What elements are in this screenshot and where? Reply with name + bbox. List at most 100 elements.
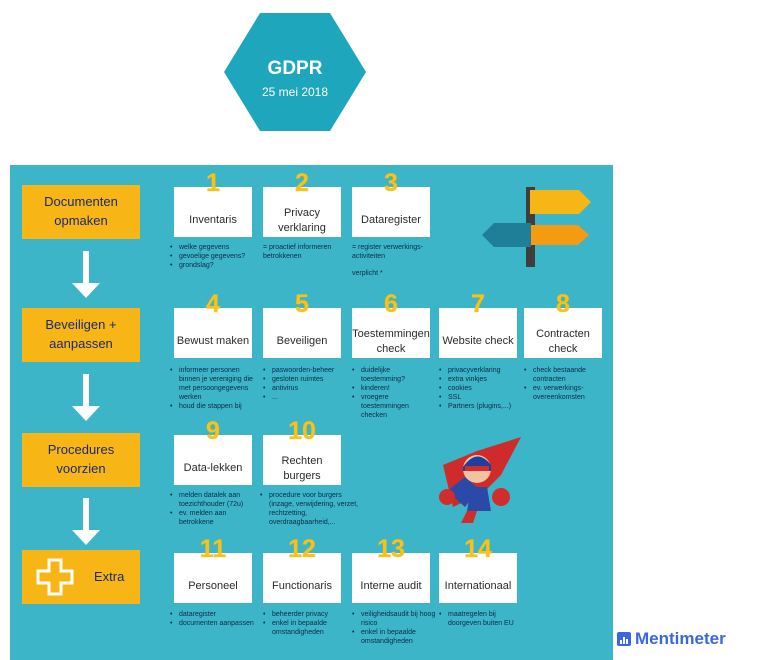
step-number: 5 [295, 290, 309, 318]
note-item: veiligheidsaudit bij hoog risico [352, 610, 436, 628]
note-item: ev. melden aan betrokkene [170, 509, 262, 527]
note-item: verplicht * [352, 270, 383, 278]
step-line: Procedures [47, 442, 115, 458]
card-label: Toestemmingen check [352, 327, 430, 355]
note-item: beheerder privacy [263, 610, 349, 619]
arrow-down-icon [72, 251, 100, 298]
note-interne-audit: veiligheidsaudit bij hoog risico enkel i… [352, 610, 436, 646]
superhero-icon [439, 437, 521, 523]
card-label: Website check [442, 335, 514, 348]
card-label: Rechten burgers [281, 454, 323, 482]
note-item: vroegere toestemmingen checken [352, 393, 436, 420]
note-item: kinderen! [352, 384, 436, 393]
note-item: gevoelige gegevens? [170, 252, 256, 261]
card-label: Functionaris [272, 580, 332, 593]
note-item: ... [263, 393, 347, 402]
card-label: Bewust maken [176, 335, 250, 348]
note-item: = register verwerkings-activiteiten [352, 244, 423, 261]
step-number: 8 [556, 290, 570, 318]
note-dataregister: = register verwerkings-activiteiten verp… [352, 243, 438, 278]
arrow-down-icon [72, 374, 100, 421]
page-date: 25 mei 2018 [261, 85, 329, 99]
step-line: Documenten [44, 194, 118, 210]
step-number: 7 [471, 290, 485, 318]
hexagon-shape [224, 13, 366, 131]
note-item: check bestaande contracten [524, 366, 610, 384]
step-extra: Extra [22, 550, 140, 604]
step-line: aanpassen [49, 336, 113, 351]
note-bewust-maken: informeer personen binnen je vereniging … [170, 366, 258, 412]
note-functionaris: beheerder privacy enkel in bepaalde omst… [263, 610, 349, 637]
step-line: opmaken [54, 213, 108, 228]
card-label: Personeel [188, 580, 238, 593]
note-item: melden datalek aan toezichthouder (72u) [170, 491, 262, 509]
plus-icon [36, 558, 74, 596]
step-beveiligen-aanpassen: Beveiligen + aanpassen [22, 308, 140, 362]
arrow-down-icon [72, 498, 100, 545]
note-website-check: privacyverklaring extra vinkjes cookies … [439, 366, 523, 412]
note-item: cookies [439, 384, 523, 393]
note-item: informeer personen binnen je vereniging … [170, 366, 258, 402]
signpost-icon [482, 187, 591, 267]
page-title: GDPR [267, 58, 323, 79]
gdpr-hexagon: GDPR 25 mei 2018 [224, 13, 366, 131]
note-inventaris: welke gegevens gevoelige gegevens? grond… [170, 243, 256, 270]
step-number: 14 [464, 535, 492, 563]
step-number: 2 [295, 169, 309, 197]
note-item: procedure voor burgers (inzage, verwijde… [260, 491, 362, 527]
bar-chart-icon [617, 632, 631, 646]
step-number: 1 [206, 169, 220, 197]
card-label: Dataregister [361, 214, 421, 227]
card-label: Internationaal [444, 580, 512, 593]
note-item: SSL [439, 393, 523, 402]
note-item: antivirus [263, 384, 347, 393]
card-label: Inventaris [189, 214, 237, 227]
note-item: dataregister [170, 610, 256, 619]
note-item: gesloten ruimtes [263, 375, 347, 384]
note-item: welke gegevens [170, 243, 256, 252]
note-datalekken: melden datalek aan toezichthouder (72u) … [170, 491, 262, 527]
note-item: houd die stappen bij [170, 402, 258, 411]
step-number: 11 [199, 535, 227, 563]
note-item: privacyverklaring [439, 366, 523, 375]
note-item: documenten aanpassen [170, 619, 256, 628]
step-line: Beveiligen + [45, 317, 117, 333]
step-line: Extra [94, 568, 125, 584]
note-item: enkel in bepaalde omstandigheden [352, 628, 436, 646]
brand-name: Mentimeter [635, 629, 726, 648]
step-number: 12 [288, 535, 316, 563]
note-item: = proactief informeren betrokkenen [263, 244, 332, 261]
step-number: 3 [384, 169, 398, 197]
step-documenten-opmaken: Documenten opmaken [22, 185, 140, 239]
card-label: Beveiligen [276, 335, 328, 348]
note-rechten-burgers: procedure voor burgers (inzage, verwijde… [260, 491, 362, 527]
card-label: Interne audit [360, 580, 422, 593]
note-item: grondslag? [170, 261, 256, 270]
step-line: voorzien [56, 461, 106, 476]
note-item: duidelijke toestemming? [352, 366, 436, 384]
note-item: paswoorden-beheer [263, 366, 347, 375]
card-label: Contracten check [536, 327, 590, 355]
card-label: Privacy verklaring [278, 206, 326, 234]
note-personeel: dataregister documenten aanpassen [170, 610, 256, 628]
note-contracten-check: check bestaande contracten ev. verwerkin… [524, 366, 610, 402]
step-number: 13 [377, 535, 405, 563]
step-number: 10 [288, 417, 316, 445]
note-item: extra vinkjes [439, 375, 523, 384]
note-toestemmingen-check: duidelijke toestemming? kinderen! vroege… [352, 366, 436, 421]
note-item: enkel in bepaalde omstandigheden [263, 619, 349, 637]
note-internationaal: maatregelen bij doorgeven buiten EU [439, 610, 529, 628]
note-beveiligen: paswoorden-beheer gesloten ruimtes antiv… [263, 366, 347, 402]
